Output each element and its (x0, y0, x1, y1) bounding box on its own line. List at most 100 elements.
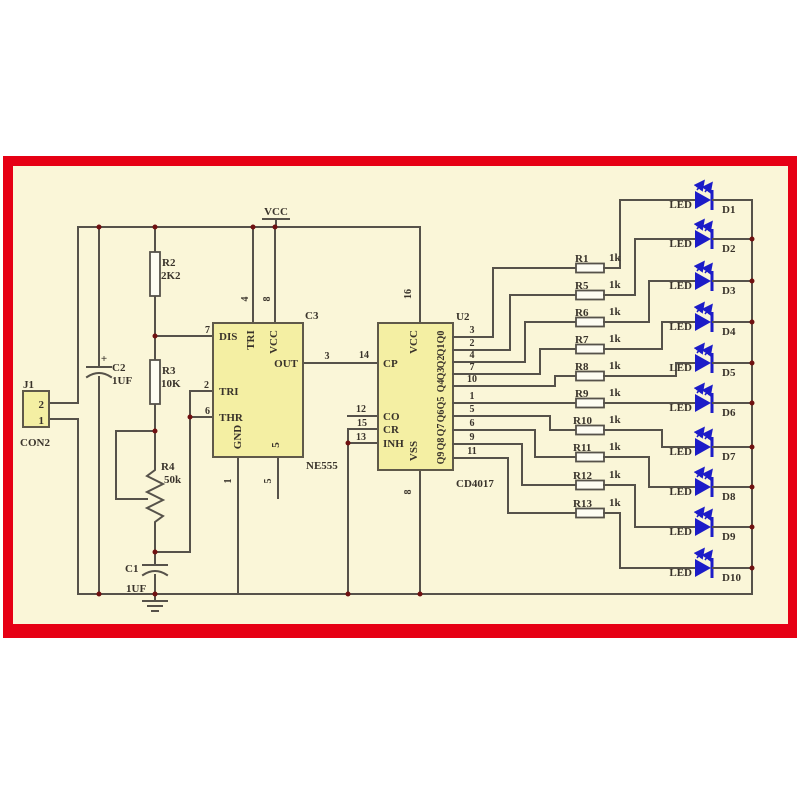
resistor-ref: R5 (575, 280, 589, 292)
junction-dot (749, 360, 755, 366)
led-arrow-icon (701, 220, 713, 233)
led-arrow-icon (701, 181, 713, 194)
resistor-ref: R7 (575, 334, 589, 346)
led-label: LED (669, 402, 692, 414)
resistor-value: 1k (609, 306, 622, 318)
led-label: LED (669, 238, 692, 250)
junction-dot (345, 440, 351, 446)
resistor-ref: R13 (573, 498, 592, 510)
cd4017-body (377, 322, 454, 471)
wire-cr-to-ground (347, 428, 379, 595)
connector-ref: J1 (23, 379, 34, 391)
led-label: LED (669, 446, 692, 458)
led-arrow-icon (701, 508, 713, 521)
wire-r8-to-d5 (603, 362, 696, 377)
wire-vcc-rail (77, 226, 421, 404)
cd4017-cp-label: CP (383, 358, 398, 370)
capacitor-c2: + C2 1UF (85, 353, 132, 387)
junction-dot (152, 224, 158, 230)
cd4017-q0-pin-number: 3 (470, 325, 475, 336)
ne555-tri-label: TRI (219, 386, 239, 398)
led-triangle-icon (695, 559, 711, 577)
wire-r12-to-d9 (603, 484, 696, 528)
junction-dot (152, 591, 158, 597)
led-channel-7: R10 1k LED D7 (452, 414, 755, 463)
ne555-pin7-number: 7 (205, 325, 210, 336)
led-label: LED (669, 280, 692, 292)
cd4017-inh-label: INH (383, 438, 404, 450)
junction-dot (272, 224, 278, 230)
wire-r4-wiper-loop (115, 430, 156, 500)
resistor-ref: R6 (575, 307, 589, 319)
diode-ref: D4 (722, 326, 736, 338)
diode-ref: D6 (722, 407, 736, 419)
resistor-value: 1k (609, 469, 622, 481)
r2-ref: R2 (162, 257, 176, 269)
ne555-pin8-number: 8 (262, 297, 273, 302)
potentiometer-r4: R4 50k (161, 461, 182, 486)
wire-q1-to-r5 (452, 294, 577, 351)
led-triangle-icon (695, 313, 711, 331)
c1-value: 1UF (126, 583, 146, 595)
r2-value: 2K2 (161, 270, 181, 282)
led-channel-2: R5 1k LED D2 (452, 218, 755, 351)
c1-plate-bottom (141, 570, 169, 577)
ic-cd4017: U2 CD4017 CP CO CR INH VCC VSS 14 12 15 … (356, 289, 494, 495)
cd4017-q2-label: Q2 (436, 356, 447, 369)
led-label: LED (669, 526, 692, 538)
cd4017-q3-pin-number: 7 (470, 362, 475, 373)
cd4017-q1-pin-number: 2 (470, 338, 475, 349)
junction-dot (96, 224, 102, 230)
ic-ne555: C3 NE555 DIS TRI THR OUT GND TRI VCC 5 7… (204, 297, 338, 484)
c2-plate-bottom (85, 372, 113, 379)
resistor-value: 1k (609, 333, 622, 345)
junction-dot (96, 591, 102, 597)
cd4017-q7-pin-number: 6 (470, 418, 475, 429)
wire-r5-to-d2 (603, 238, 696, 296)
junction-dot (749, 236, 755, 242)
led-triangle-icon (695, 230, 711, 248)
cd4017-pin13-number: 13 (356, 432, 366, 443)
wire-q2-to-r6 (452, 321, 577, 363)
r3-value: 10K (161, 378, 181, 390)
resistor-value: 1k (609, 360, 622, 372)
cd4017-vcc-label: VCC (408, 330, 420, 354)
wire-r4-branch (144, 430, 166, 553)
diode-ref: D5 (722, 367, 736, 379)
r2-body (149, 251, 161, 297)
ne555-pin2-number: 2 (204, 380, 209, 391)
cd4017-q5-pin-number: 1 (470, 391, 475, 402)
resistor-value: 1k (609, 497, 622, 509)
junction-dot (749, 400, 755, 406)
cd4017-q5-label: Q5 (436, 397, 447, 410)
ne555-cv-label: 5 (270, 442, 282, 448)
led-arrow-icon (701, 344, 713, 357)
cd4017-q9-label: Q9 (436, 452, 447, 465)
cd4017-q7-label: Q7 (436, 424, 447, 437)
led-arrow-icon (701, 303, 713, 316)
resistor-ref: R11 (573, 442, 591, 454)
diode-ref: D9 (722, 531, 736, 543)
ne555-pin4-number: 4 (240, 297, 251, 302)
wire-r6-to-d3 (603, 280, 696, 323)
cd4017-q6-pin-number: 5 (470, 404, 475, 415)
resistor-value: 1k (609, 252, 622, 264)
cd4017-co-label: CO (383, 411, 400, 423)
c2-ref: C2 (112, 362, 126, 374)
junction-dot (152, 549, 158, 555)
ne555-dis-label: DIS (219, 331, 237, 343)
led-channel-5: R8 1k LED D5 (452, 342, 755, 387)
junction-dot (250, 224, 256, 230)
cd4017-part: CD4017 (456, 478, 494, 490)
wire-r1-to-d1 (603, 199, 696, 269)
diode-ref: D3 (722, 285, 736, 297)
led-triangle-icon (695, 272, 711, 290)
connector-pin2: 2 (39, 399, 45, 411)
resistor-value: 1k (609, 279, 622, 291)
ne555-rst-label: TRI (245, 330, 257, 350)
ne555-thr-label: THR (219, 412, 244, 424)
cd4017-q6-label: Q6 (436, 410, 447, 423)
capacitor-c1: C1 1UF (125, 563, 169, 595)
junction-dot (187, 414, 193, 420)
